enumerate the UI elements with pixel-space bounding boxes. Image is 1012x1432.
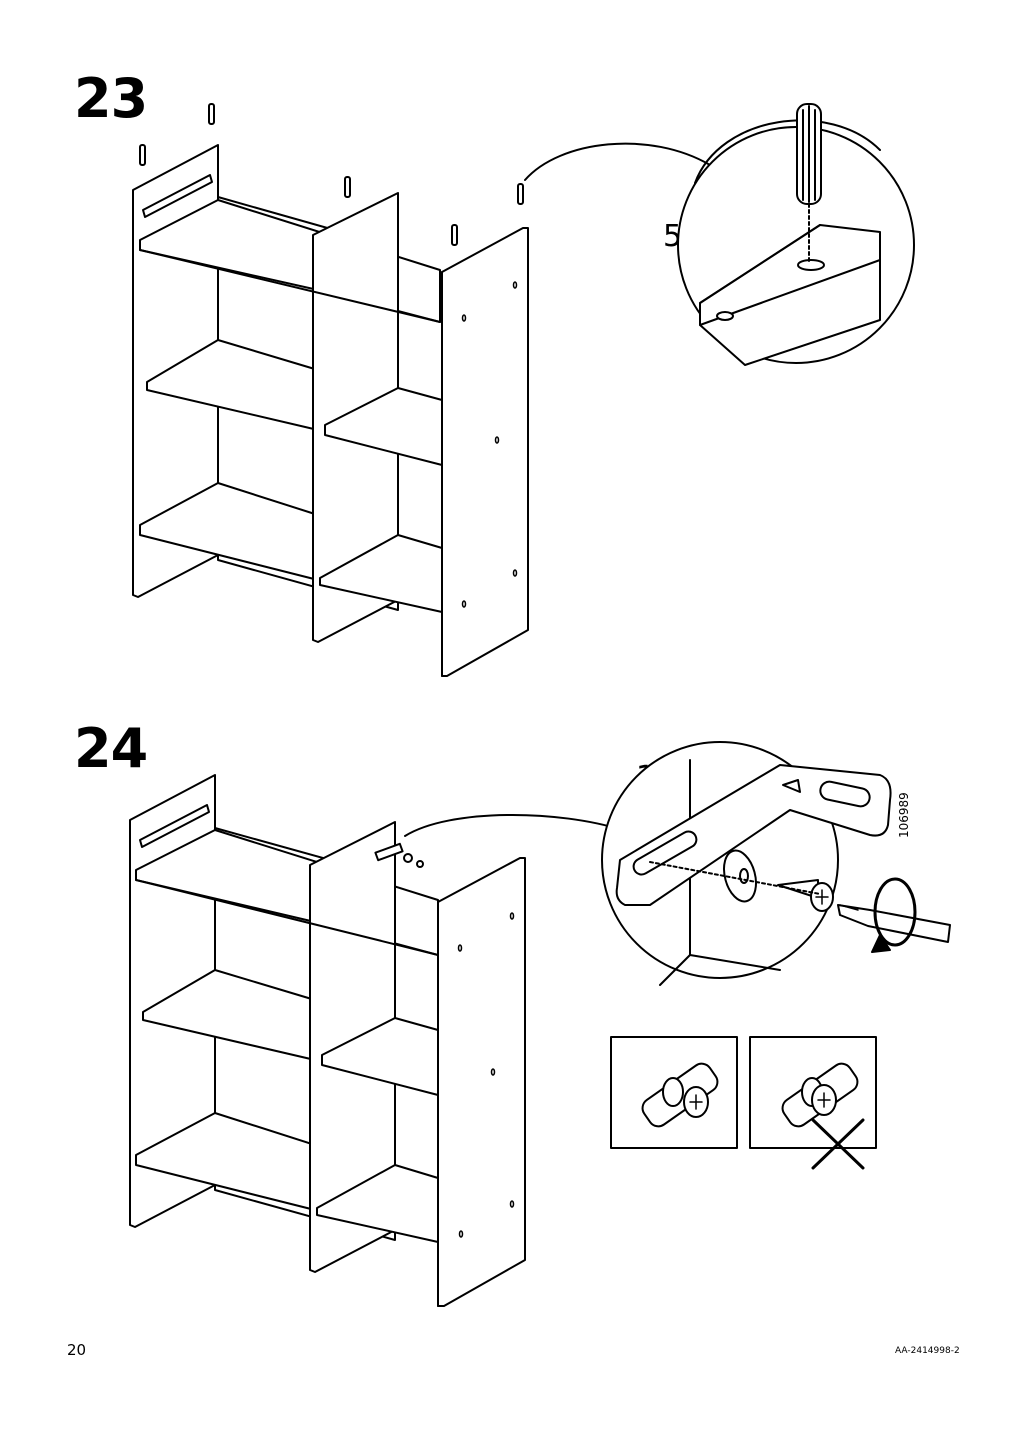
correct-tightening-icon	[611, 1037, 737, 1148]
step-number-23: 23	[74, 67, 148, 130]
bracket-icon	[617, 765, 891, 905]
incorrect-tightening-icon	[750, 1037, 876, 1148]
shelf-unit-step-23	[133, 104, 528, 676]
washer-icon	[719, 847, 761, 905]
dowel-icon	[140, 104, 523, 245]
cross-icon	[813, 1120, 863, 1168]
rotate-arrow-icon	[872, 879, 915, 952]
shelf-unit-step-24	[130, 775, 525, 1306]
detail-circle-dowel	[678, 104, 914, 365]
screwdriver-icon	[838, 905, 950, 942]
document-id: AA-2414998-2	[895, 1346, 960, 1356]
page-number: 20	[67, 1341, 87, 1359]
detail-circle-bracket	[602, 742, 891, 985]
dowel-icon	[797, 104, 821, 262]
step-number-24: 24	[74, 717, 148, 780]
